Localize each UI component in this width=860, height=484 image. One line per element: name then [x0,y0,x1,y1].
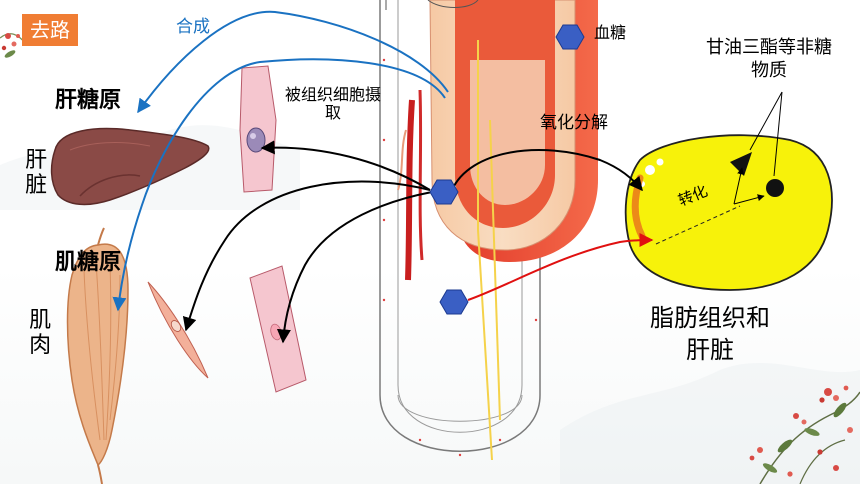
pointer-dot [773,91,783,177]
flower-decoration-bottom-right [749,385,860,484]
black-dot-icon [766,179,784,197]
tissue-uptake-label: 被组织细胞摄取 [284,85,381,123]
glucose-hexagon-icon [439,289,469,315]
section-badge: 去路 [22,14,78,46]
liver-label: 肝脏 [25,148,48,199]
arrow-to-spindle-cell [182,180,431,332]
oxidation-label: 氧化分解 [540,113,608,133]
flower-decoration-top-left [0,33,27,58]
synthesis-arrow-muscle [112,58,446,312]
fat-and-liver-label: 脂肪组织和肝脏 [650,304,770,365]
non-sugar-label: 甘油三酯等非糖物质 [706,37,832,82]
synthesis-label: 合成 [176,17,210,37]
liver-glycogen-label: 肝糖原 [55,88,122,113]
oxidation-arrow [451,149,643,192]
liver-illustration [50,127,210,206]
villus-structure [379,0,598,461]
pointer-triangle [749,91,783,151]
synthesis-arrow-liver [137,10,449,114]
black-triangle-icon [730,152,752,176]
fat-cell [624,134,833,291]
tissue-cell-bottom [249,265,307,393]
spindle-cell [147,281,209,379]
tissue-cell-top [239,65,277,193]
uptake-arrow [260,140,431,191]
glucose-hexagon-icon [429,179,459,205]
glucose-hexagon-icon [555,24,585,50]
muscle-label: 肌肉 [29,308,52,359]
conversion-arrow [467,233,654,301]
arrow-to-tissue-cell [276,191,433,344]
muscle-glycogen-label: 肌糖原 [55,250,122,275]
blood-sugar-label: 血糖 [594,23,627,42]
